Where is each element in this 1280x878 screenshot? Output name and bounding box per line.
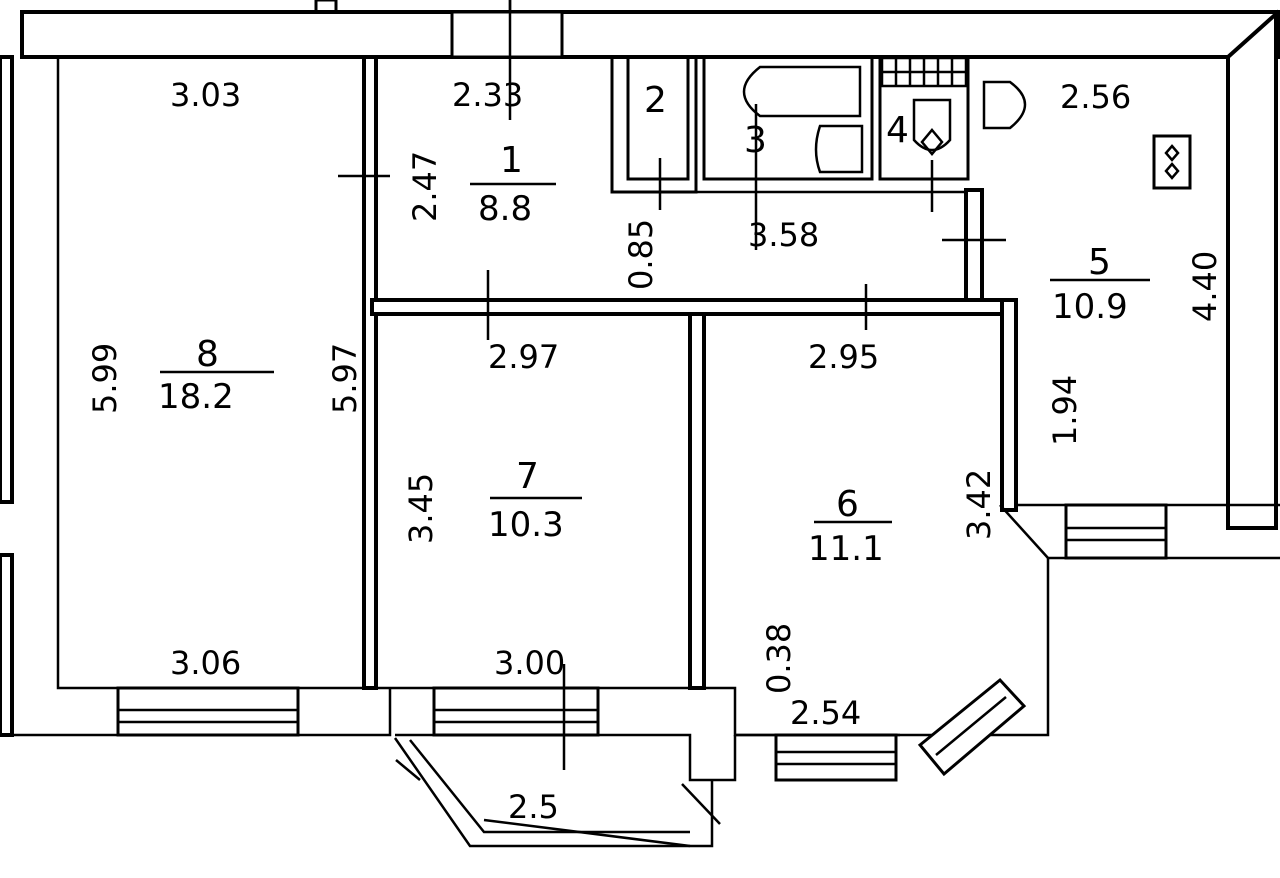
dim-r5-top: 2.56 (1060, 78, 1131, 116)
room-1-area: 8.8 (478, 189, 532, 229)
dim-r7-top: 2.97 (488, 338, 559, 376)
dim-r6-right: 3.42 (960, 469, 998, 540)
dim-r6-bay-side: 0.38 (760, 623, 798, 694)
dim-r8-top: 3.03 (170, 76, 241, 114)
room-7-area: 10.3 (488, 505, 564, 545)
dim-r7-bottom: 3.00 (494, 644, 565, 682)
room-8-number: 8 (196, 334, 219, 375)
room-5-area: 10.9 (1052, 287, 1128, 327)
tile-grid (880, 56, 968, 88)
dim-r8-bottom: 3.06 (170, 644, 241, 682)
dim-r5-right: 4.40 (1186, 251, 1224, 322)
windows (116, 10, 1168, 782)
room-6-number: 6 (836, 484, 859, 525)
dim-r6-bottom: 2.54 (790, 694, 861, 732)
dim-r1-side: 2.47 (406, 151, 444, 222)
dim-hall-width: 0.85 (622, 219, 660, 290)
room-7-number: 7 (516, 456, 539, 497)
room-2-number: 2 (644, 80, 667, 121)
room-labels: 1 8.8 2 3 4 5 10.9 6 11.1 7 10.3 8 18.2 (158, 80, 1150, 569)
dim-hall-length: 3.58 (748, 216, 819, 254)
door-marks (338, 0, 1006, 825)
room-8-area: 18.2 (158, 377, 234, 417)
dim-r7-left: 3.45 (402, 473, 440, 544)
dim-r1-top: 2.33 (452, 76, 523, 114)
dimension-labels: 3.03 5.99 5.97 3.06 2.33 2.47 0.85 3.58 … (86, 76, 1224, 826)
dim-r6-top: 2.95 (808, 338, 879, 376)
balcony (393, 504, 1049, 848)
room-4-number: 4 (886, 110, 909, 151)
room-3-number: 3 (744, 120, 767, 161)
interior-walls (362, 55, 1192, 690)
dim-r8-right: 5.97 (326, 343, 364, 414)
room-1-number: 1 (500, 140, 523, 181)
dim-r5-lower: 1.94 (1046, 375, 1084, 446)
room-5-number: 5 (1088, 242, 1111, 283)
room-6-area: 11.1 (808, 529, 884, 569)
dim-r8-left: 5.99 (86, 343, 124, 414)
dim-balcony: 2.5 (508, 788, 559, 826)
